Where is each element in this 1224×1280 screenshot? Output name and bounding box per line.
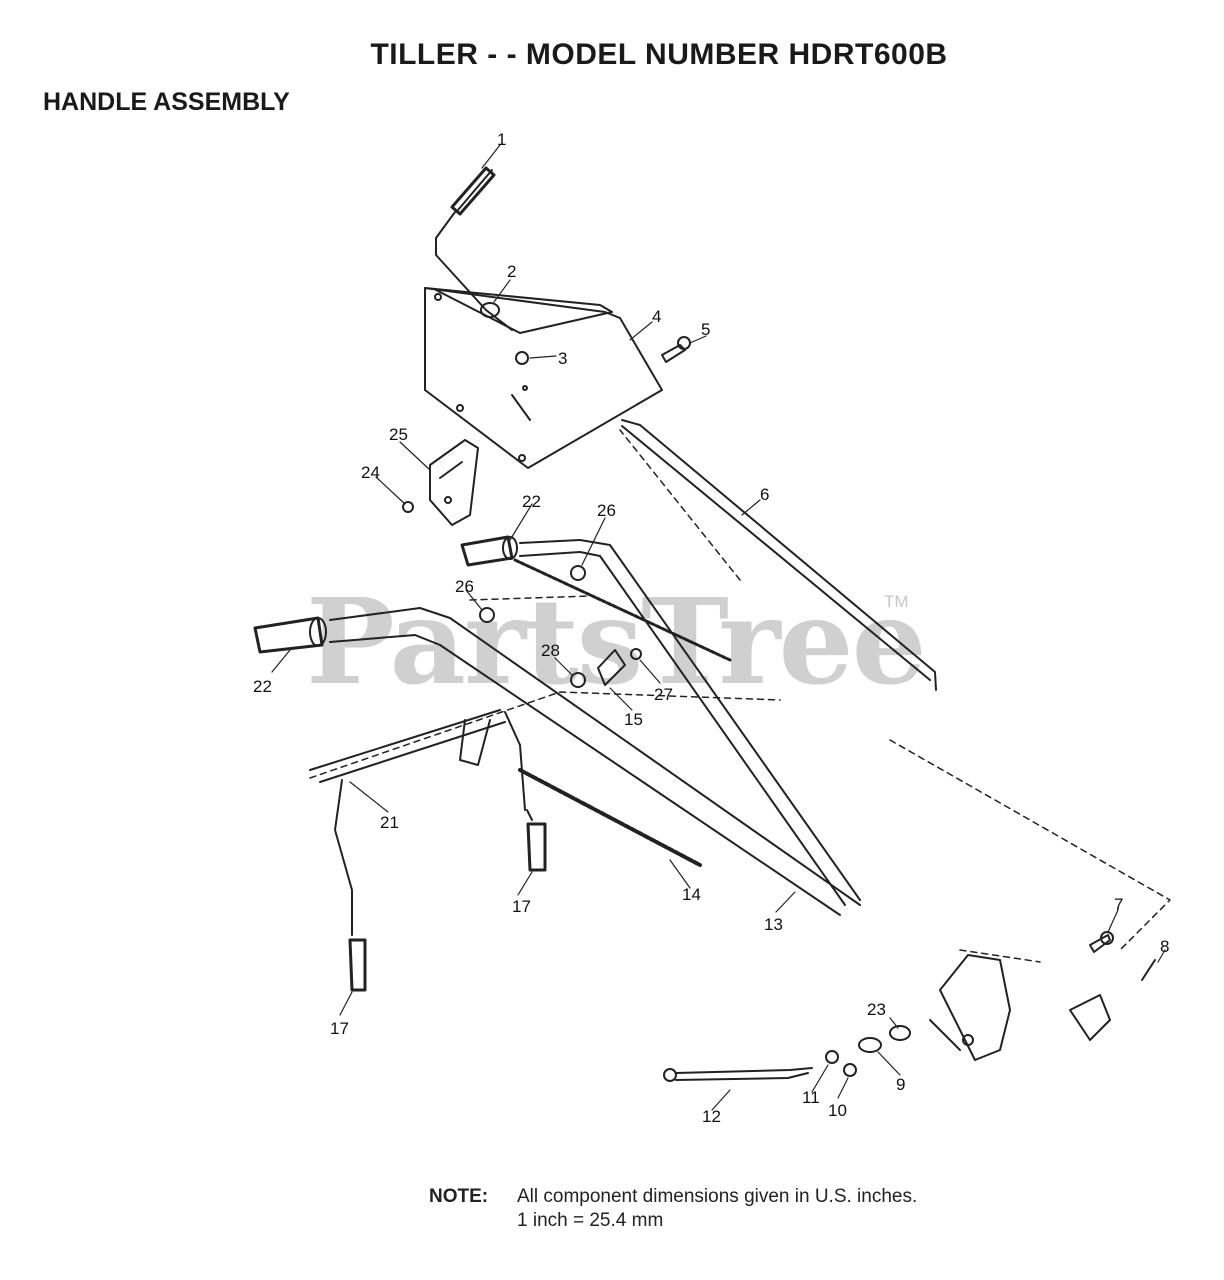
watermark-logo: PartsTree [306,572,927,711]
leader-lines [271,144,1166,1111]
callout-22-left: 22 [253,677,272,696]
part-13-handle-upper [579,539,861,906]
part-15-bracket [597,649,626,686]
handle-upper-tube [519,539,581,557]
part-4-panel [424,287,663,469]
callout-17-right: 17 [512,897,531,916]
part-22-grip-left [253,616,327,654]
part-17-lever-right [526,809,547,872]
callout-labels: 1 2 3 4 5 6 7 8 9 10 11 12 13 14 15 17 1… [253,130,1169,1126]
part-8-pin [1141,959,1156,981]
part-14-cable [518,768,702,867]
part-7-bolt [1089,931,1114,953]
callout-13: 13 [764,915,783,934]
part-6-rod [621,419,937,691]
part-5-bolt [661,336,691,363]
reference-lines [309,429,1171,963]
part-9-plate [858,1037,882,1053]
page-title: TILLER - - MODEL NUMBER HDRT600B [370,38,948,71]
section-title: HANDLE ASSEMBLY [43,88,290,116]
callout-4: 4 [652,307,661,326]
note-label: NOTE: [429,1186,489,1207]
callout-11: 11 [802,1088,820,1107]
part-26-nut-upper [570,565,586,581]
callout-8: 8 [1160,937,1169,956]
callout-3: 3 [558,349,567,368]
callout-12: 12 [702,1107,721,1126]
callout-26-upper: 26 [597,501,616,520]
callout-22-upper: 22 [522,492,541,511]
callout-24: 24 [361,463,380,482]
part-17-lever-left [334,779,367,992]
part-21-linkage [309,709,526,811]
part-26-nut-lower [479,607,495,623]
part-23-spacer [889,1025,911,1041]
note-line-2: 1 inch = 25.4 mm [517,1210,664,1231]
part-24-nut [402,501,414,513]
callout-23: 23 [867,1000,886,1019]
trademark-mark: TM [884,592,909,611]
part-27-washer [630,648,642,660]
part-12-lever [663,1067,813,1082]
part-3-nut [515,351,529,365]
part-28-nut [570,672,586,688]
tine-housing [929,954,1111,1061]
part-1-shift-lever [435,166,513,331]
callout-21: 21 [380,813,399,832]
callout-1: 1 [497,130,506,149]
callout-28: 28 [541,641,560,660]
callout-27: 27 [654,685,673,704]
callout-26-lower: 26 [455,577,474,596]
callout-6: 6 [760,485,769,504]
note-line-1: All component dimensions given in U.S. i… [517,1186,918,1207]
callout-17-left: 17 [330,1019,349,1038]
callout-2: 2 [507,262,516,281]
callout-7: 7 [1114,895,1123,914]
callout-10: 10 [828,1101,847,1120]
part-25-bracket [429,439,479,526]
callout-15: 15 [624,710,643,729]
callout-5: 5 [701,320,710,339]
part-10-nut [843,1063,857,1077]
control-cable-upper [513,558,732,662]
callout-25: 25 [389,425,408,444]
part-22-grip-upper [460,535,518,567]
part-11-washer [825,1050,839,1064]
part-13-handle-lower [329,607,861,916]
callout-9: 9 [896,1075,905,1094]
callout-14: 14 [682,885,701,904]
